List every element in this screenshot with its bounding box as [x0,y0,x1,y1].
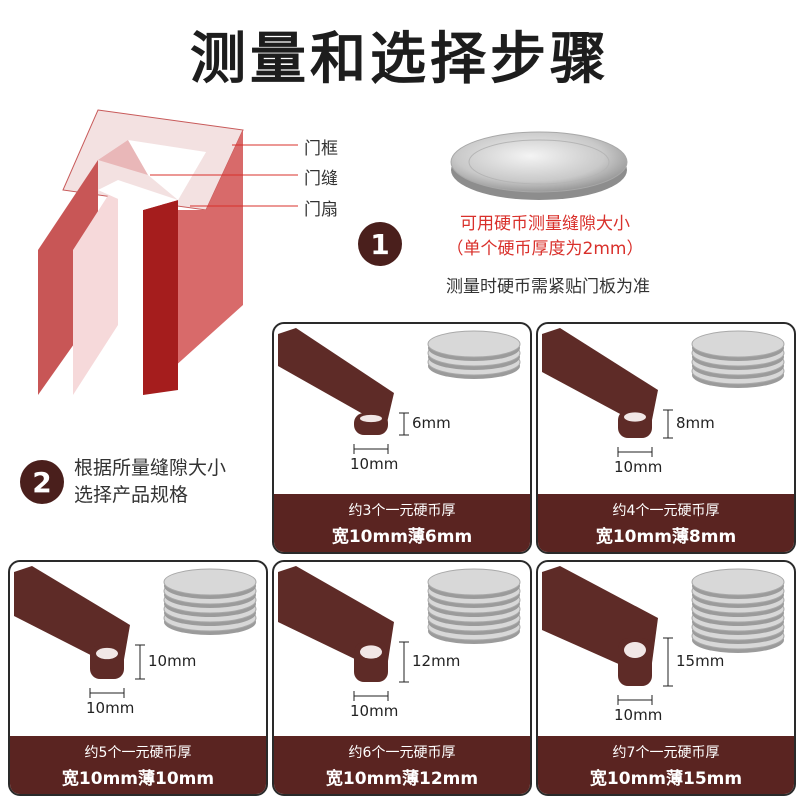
step-2-badge: 2 [20,460,64,504]
coin-icon [427,330,521,358]
coin-thickness-label: 约4个一元硬币厚 [612,503,720,519]
coin-thickness-label: 约6个一元硬币厚 [348,745,456,761]
height-dimension-line [399,641,409,683]
width-label: 10mm [350,455,399,473]
height-label: 6mm [412,414,451,432]
product-card-10mm[interactable]: 10mm 10mm 约5个一元硬币厚宽10mm薄10mm [8,560,268,796]
product-spec-label: 宽10mm薄12mm [325,769,479,789]
product-card-6mm[interactable]: 6mm 10mm 约3个一元硬币厚宽10mm薄6mm [272,322,532,554]
coin-thickness-label: 约3个一元硬币厚 [348,503,456,519]
product-card-footer: 约4个一元硬币厚宽10mm薄8mm [538,494,794,552]
page-title: 测量和选择步骤 [190,27,610,92]
step-1-instruction: 可用硬币测量缝隙大小 [460,214,630,234]
width-dimension-line [89,688,125,698]
product-illustration [542,566,785,705]
product-spec-label: 宽10mm薄6mm [331,527,473,547]
product-card-footer: 约6个一元硬币厚宽10mm薄12mm [274,736,530,794]
product-illustration [278,566,521,701]
step-1-note: （单个硬币厚度为2mm） [446,239,644,259]
coin-icon [163,568,257,596]
height-dimension-line [663,637,673,687]
width-dimension-line [353,444,389,454]
door-cross-section-illustration [38,109,244,395]
seal-hollow [624,642,646,658]
width-label: 10mm [614,706,663,724]
width-label: 10mm [86,699,135,717]
step-1-tip: 测量时硬币需紧贴门板为准 [446,277,650,297]
height-label: 12mm [412,652,461,670]
door-frame-label: 门框 [304,139,338,159]
door-gap-label: 门缝 [304,169,338,189]
product-card-8mm[interactable]: 8mm 10mm 约4个一元硬币厚宽10mm薄8mm [536,322,796,554]
seal-strip [14,566,130,671]
seal-strip [278,328,394,427]
height-label: 8mm [676,414,715,432]
seal-hollow [360,645,382,659]
height-label: 15mm [676,652,725,670]
product-illustration [542,328,785,457]
coin-icon [691,330,785,358]
product-illustration [278,328,521,454]
height-dimension-line [663,409,673,439]
height-label: 10mm [148,652,197,670]
width-label: 10mm [350,702,399,720]
height-dimension-line [135,644,145,680]
step-1-badge: 1 [358,222,402,266]
coin-icon [691,568,785,596]
seal-hollow [360,414,382,423]
product-card-12mm[interactable]: 12mm 10mm 约6个一元硬币厚宽10mm薄12mm [272,560,532,796]
product-spec-label: 宽10mm薄10mm [61,769,215,789]
step-2-line-1: 根据所量缝隙大小 [74,457,227,479]
product-spec-label: 宽10mm薄15mm [589,769,743,789]
product-spec-label: 宽10mm薄8mm [595,527,737,547]
step-2-line-2: 选择产品规格 [74,484,189,506]
product-card-15mm[interactable]: 15mm 10mm 约7个一元硬币厚宽10mm薄15mm [536,560,796,796]
product-card-footer: 约5个一元硬币厚宽10mm薄10mm [10,736,266,794]
seal-strip [542,328,658,430]
coin-thickness-label: 约7个一元硬币厚 [612,745,720,761]
width-dimension-line [353,691,389,701]
coin-icon [427,568,521,596]
product-card-footer: 约7个一元硬币厚宽10mm薄15mm [538,736,794,794]
coin-thickness-label: 约5个一元硬币厚 [84,745,192,761]
height-dimension-line [399,412,409,436]
width-dimension-line [617,695,653,705]
product-card-footer: 约3个一元硬币厚宽10mm薄6mm [274,494,530,552]
width-dimension-line [617,447,653,457]
seal-hollow [96,647,118,660]
width-label: 10mm [614,458,663,476]
product-illustration [14,566,257,698]
seal-hollow [624,412,646,422]
coin-image [450,131,628,200]
door-leaf-label: 门扇 [304,200,338,220]
